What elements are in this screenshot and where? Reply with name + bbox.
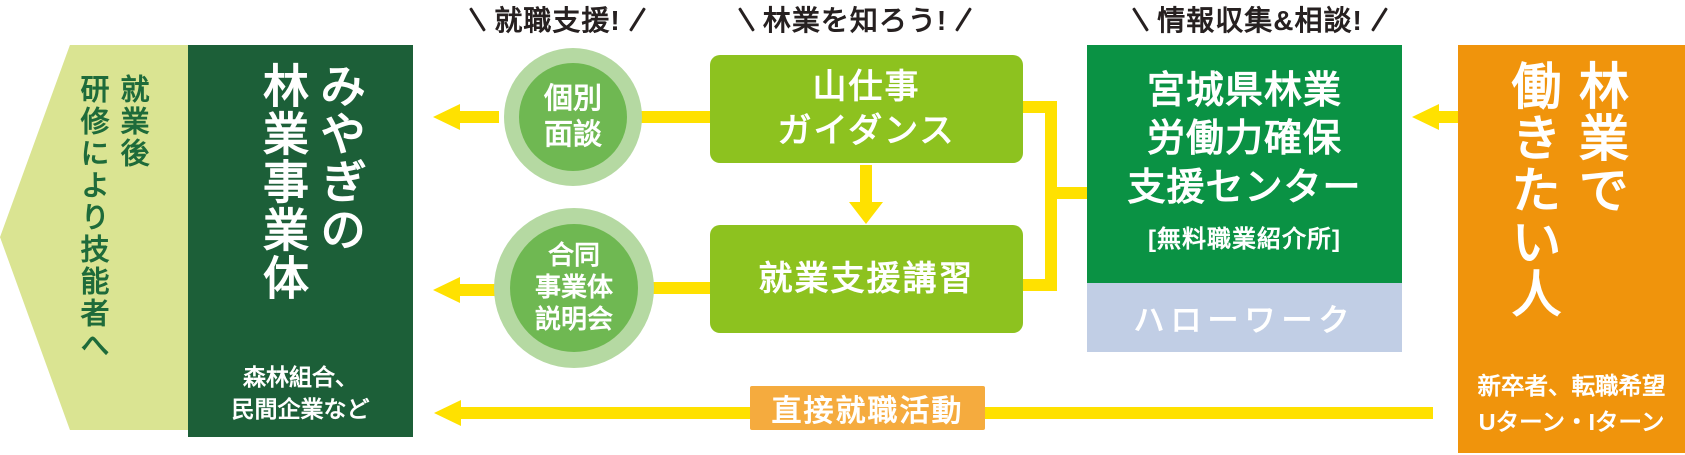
arrow-direct-employment-head (434, 400, 461, 426)
connector-center-box-stub (1051, 187, 1089, 199)
joint-briefing-circle: 合同事業体説明会 (510, 224, 638, 352)
support-center-box: 宮城県林業労働力確保支援センター [無料職業紹介所] (1087, 45, 1402, 283)
header-know-forestry: 林業を知ろう! (730, 0, 980, 38)
interview-circle: 個別面談 (519, 63, 627, 171)
guidance-line2: ガイダンス (777, 112, 956, 150)
interview-line2: 面談 (543, 119, 602, 151)
header-info-consult-label: 情報収集&相談! (1157, 5, 1363, 36)
arrow-interview-to-miyagi-shaft (457, 111, 499, 123)
after-employment-col2: 研修により技能者へ (76, 74, 109, 362)
header-info-consult: 情報収集&相談! (1090, 0, 1430, 38)
joint-line1: 合同 (547, 240, 600, 271)
arrow-interview-to-miyagi-head (433, 104, 460, 130)
applicant-subtitle-line2: Uターン・Iターン (1478, 409, 1665, 436)
hellowork-label: ハローワーク (1133, 303, 1356, 338)
guidance-line1: 山仕事 (812, 67, 921, 106)
arrow-applicant-to-center-head (1412, 104, 1439, 130)
connector-guidance-stub (1020, 101, 1051, 113)
employment-support-training-box: 就業支援講習 (710, 225, 1023, 333)
direct-employment-text: 直接就職活動 (771, 395, 964, 428)
applicant-title: 林業で働きたい人 (1458, 60, 1685, 370)
miyagi-subtitle-line1: 森林組合、 (243, 364, 358, 390)
joint-line3: 説明会 (534, 303, 613, 334)
connector-training-stub (1020, 279, 1051, 291)
applicant-subtitle-line1: 新卒者、転職希望 (1477, 373, 1666, 399)
backslash-icon (1132, 6, 1150, 32)
backslash-icon (737, 6, 755, 32)
support-center-line2: 労働力確保 (1146, 118, 1342, 161)
header-job-support-label: 就職支援! (494, 5, 621, 36)
header-know-forestry-label: 林業を知ろう! (762, 5, 948, 36)
after-employment-text: 就業後研修により技能者へ (72, 74, 152, 419)
miyagi-title-col1: みやぎの (314, 62, 366, 254)
miyagi-title-col2: 林業事業体 (256, 62, 309, 302)
line-guidance-to-interview (640, 111, 712, 123)
direct-employment-label: 直接就職活動 (750, 386, 985, 430)
applicant-title-col2: 働きたい人 (1504, 60, 1561, 320)
applicant-title-col1: 林業で (1572, 60, 1628, 216)
miyagi-forestry-businesses-title: みやぎの林業事業体 (188, 62, 413, 377)
applicant-box (1458, 45, 1685, 453)
header-job-support: 就職支援! (450, 0, 665, 38)
miyagi-subtitle-line2: 民間企業など (231, 395, 370, 422)
slash-icon (955, 6, 973, 32)
arrow-guidance-to-training-shaft (860, 165, 872, 203)
support-center-note: [無料職業紹介所] (1148, 225, 1341, 253)
arrow-joint-to-miyagi-head (433, 277, 460, 303)
after-employment-col1: 就業後 (116, 74, 149, 170)
backslash-icon (469, 6, 487, 32)
slash-icon (1370, 6, 1388, 32)
training-label: 就業支援講習 (758, 259, 975, 298)
arrow-applicant-to-center-shaft (1436, 111, 1458, 123)
support-center-line1: 宮城県林業 (1146, 70, 1342, 112)
arrow-joint-to-miyagi-shaft (457, 284, 497, 296)
support-center-line3: 支援センター (1127, 166, 1362, 209)
support-center-title: 宮城県林業労働力確保支援センター (1087, 67, 1402, 212)
mountain-work-guidance-box: 山仕事ガイダンス (710, 55, 1023, 163)
arrow-guidance-to-training-head (849, 202, 883, 224)
applicant-subtitle: 新卒者、転職希望 Uターン・Iターン (1458, 368, 1685, 441)
miyagi-forestry-businesses-box (188, 45, 413, 437)
line-training-to-joint (650, 282, 712, 294)
hellowork-band: ハローワーク (1087, 283, 1402, 352)
joint-line2: 事業体 (534, 272, 613, 303)
slash-icon (628, 6, 646, 32)
miyagi-subtitle: 森林組合、民間企業など (188, 362, 413, 425)
interview-line1: 個別 (543, 82, 602, 115)
